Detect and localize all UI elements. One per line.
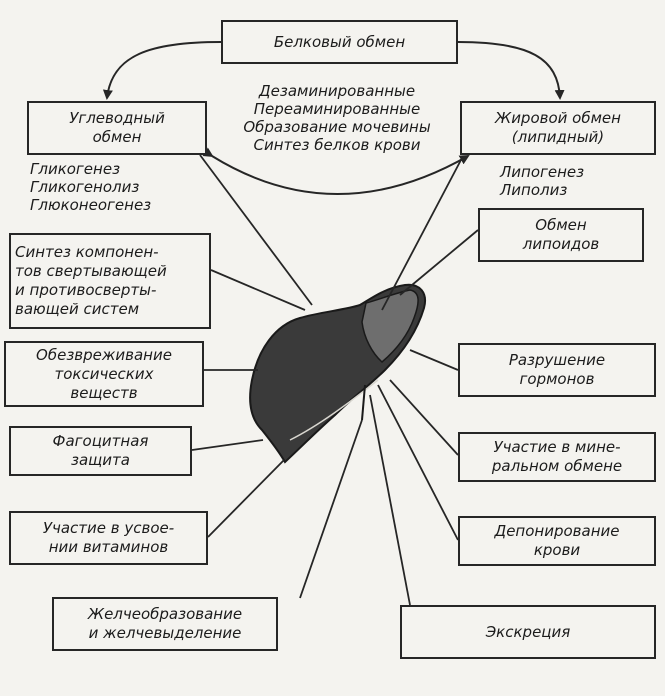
protein-processes-text: Дезаминированные Переаминированные Образ…: [243, 82, 431, 154]
hormone-destruction-box: Разрушение гормонов: [458, 343, 656, 397]
detoxification-box: Обезвреживание токсических веществ: [4, 341, 204, 407]
arrow-carb-fat-arc: [202, 147, 470, 195]
arrow-protein-to-carb: [102, 41, 222, 100]
line-coag: [210, 269, 306, 311]
connector-lines: [191, 154, 479, 606]
coagulation-synthesis-box: Синтез компонен- тов свертывающей и прот…: [9, 233, 211, 329]
fat-processes-text: Липогенез Липолиз: [500, 163, 585, 199]
line-excretion: [369, 394, 411, 606]
liver-icon: [249, 283, 426, 464]
bile-formation-box: Желчеобразование и желчевыделение: [52, 597, 278, 651]
carb-processes-text: Гликогенез Гликогенолиз Глюконеогенез: [30, 160, 152, 214]
line-bile: [299, 419, 363, 599]
line-blood: [377, 384, 459, 541]
phagocytic-protection-box: Фагоцитная защита: [9, 426, 192, 476]
carb-metabolism-box: Углеводный обмен: [27, 101, 207, 155]
line-fat: [381, 157, 463, 311]
line-mineral: [389, 379, 459, 456]
line-lipoid: [399, 229, 479, 296]
fat-metabolism-box: Жировой обмен (липидный): [460, 101, 656, 155]
line-vitamins: [207, 459, 285, 538]
line-hormones: [409, 349, 459, 371]
blood-deposit-box: Депонирование крови: [458, 516, 656, 566]
lipoid-metabolism-box: Обмен липоидов: [478, 208, 644, 262]
line-carb: [199, 154, 313, 306]
protein-metabolism-box: Белковый обмен: [221, 20, 458, 64]
vitamin-absorption-box: Участие в усвое- нии витаминов: [9, 511, 208, 565]
arrow-protein-to-fat: [457, 41, 565, 100]
line-phago: [191, 439, 264, 451]
mineral-metabolism-box: Участие в мине- ральном обмене: [458, 432, 656, 482]
excretion-box: Экскреция: [400, 605, 656, 659]
